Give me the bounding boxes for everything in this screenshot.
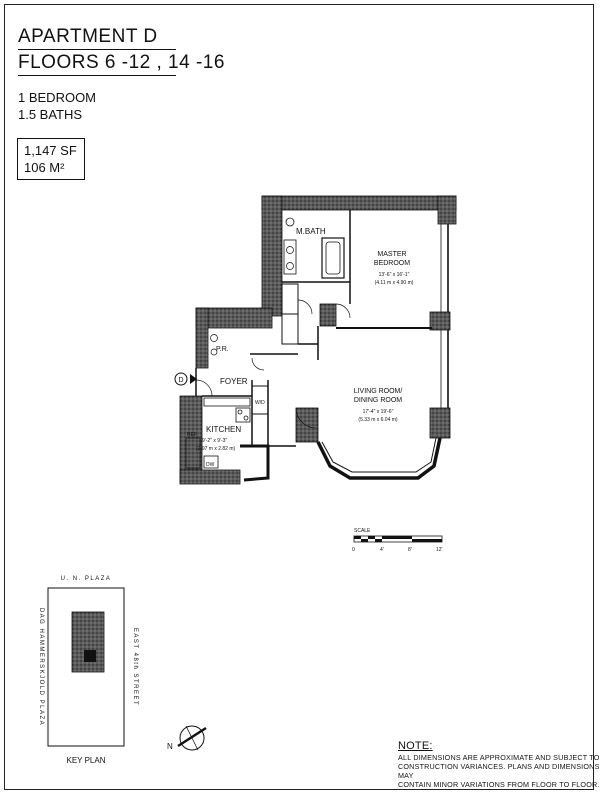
- room-label-master-1: MASTER: [377, 251, 406, 258]
- kitchen-fixtures: [185, 397, 251, 469]
- apartment-title: APARTMENT D: [18, 26, 158, 47]
- label-dw: DW: [206, 462, 215, 468]
- room-living-dim: 17'-4" x 19'-6": [363, 409, 394, 415]
- scale-tick-8: 8': [408, 547, 412, 553]
- north-compass-icon: N: [167, 725, 207, 751]
- title-underline: [18, 49, 176, 50]
- bay-window: [240, 437, 442, 482]
- entry-marker: D: [174, 372, 197, 386]
- room-label-mbath: M.BATH: [296, 227, 326, 236]
- scale-tick-4: 4': [380, 547, 384, 553]
- room-label-kitchen: KITCHEN: [206, 425, 241, 434]
- label-ref: REF: [187, 432, 197, 438]
- keyplan-east-street: EAST 48th STREET: [132, 628, 138, 706]
- note-title: NOTE:: [398, 740, 433, 752]
- room-living-dim-m: (5.33 m x 6.04 m): [358, 417, 398, 423]
- key-plan: U. N. PLAZA DAG HAMMERSKJOLD PLAZA EAST …: [38, 576, 138, 765]
- room-label-foyer: FOYER: [220, 377, 248, 386]
- entry-arrow-icon: [190, 374, 197, 384]
- room-master-dim: 13'-6" x 16'-1": [379, 272, 410, 278]
- room-kitchen-dim-m: (2.97 m x 2.82 m): [196, 446, 236, 452]
- area-m2: 106 M²: [24, 160, 65, 175]
- label-wd: W/D: [255, 400, 265, 406]
- bath-fixtures: [210, 217, 345, 356]
- note-line-2: CONSTRUCTION VARIANCES. PLANS AND DIMENS…: [398, 762, 600, 780]
- area-sf: 1,147 SF: [24, 143, 77, 158]
- keyplan-west-street: DAG HAMMERSKJOLD PLAZA: [38, 608, 44, 726]
- scale-tick-12: 12': [436, 547, 443, 553]
- compass-north-label: N: [167, 742, 173, 751]
- scale-bar: SCALE 0 4' 8' 12': [352, 528, 443, 553]
- room-kitchen-dim: 9'-2" x 9'-3": [202, 438, 227, 444]
- note-line-1: ALL DIMENSIONS ARE APPROXIMATE AND SUBJE…: [398, 753, 600, 762]
- keyplan-title: KEY PLAN: [67, 756, 106, 765]
- note-line-3: CONTAIN MINOR VARIATIONS FROM FLOOR TO F…: [398, 780, 600, 789]
- floors-title: FLOORS 6 -12 , 14 -16: [18, 52, 225, 73]
- room-label-pr: P.R.: [216, 346, 229, 353]
- room-label-living-1: LIVING ROOM/: [354, 388, 403, 395]
- area-box: 1,147 SF 106 M²: [17, 138, 85, 180]
- entry-letter: D: [178, 377, 183, 384]
- note-block: NOTE: ALL DIMENSIONS ARE APPROXIMATE AND…: [398, 740, 600, 789]
- room-label-living-2: DINING ROOM: [354, 397, 402, 404]
- keyplan-north-street: U. N. PLAZA: [61, 576, 112, 582]
- bedrooms-label: 1 BEDROOM: [18, 90, 97, 105]
- room-label-master-2: BEDROOM: [374, 260, 410, 267]
- room-master-dim-m: (4.11 m x 4.90 m): [375, 280, 414, 286]
- door-swings: [195, 299, 351, 429]
- floors-underline: [18, 75, 176, 76]
- plan-walls: [179, 195, 457, 485]
- baths-label: 1.5 BATHS: [18, 107, 83, 122]
- scale-title: SCALE: [354, 528, 371, 534]
- page-border: [4, 4, 594, 790]
- scale-tick-0: 0: [352, 547, 355, 553]
